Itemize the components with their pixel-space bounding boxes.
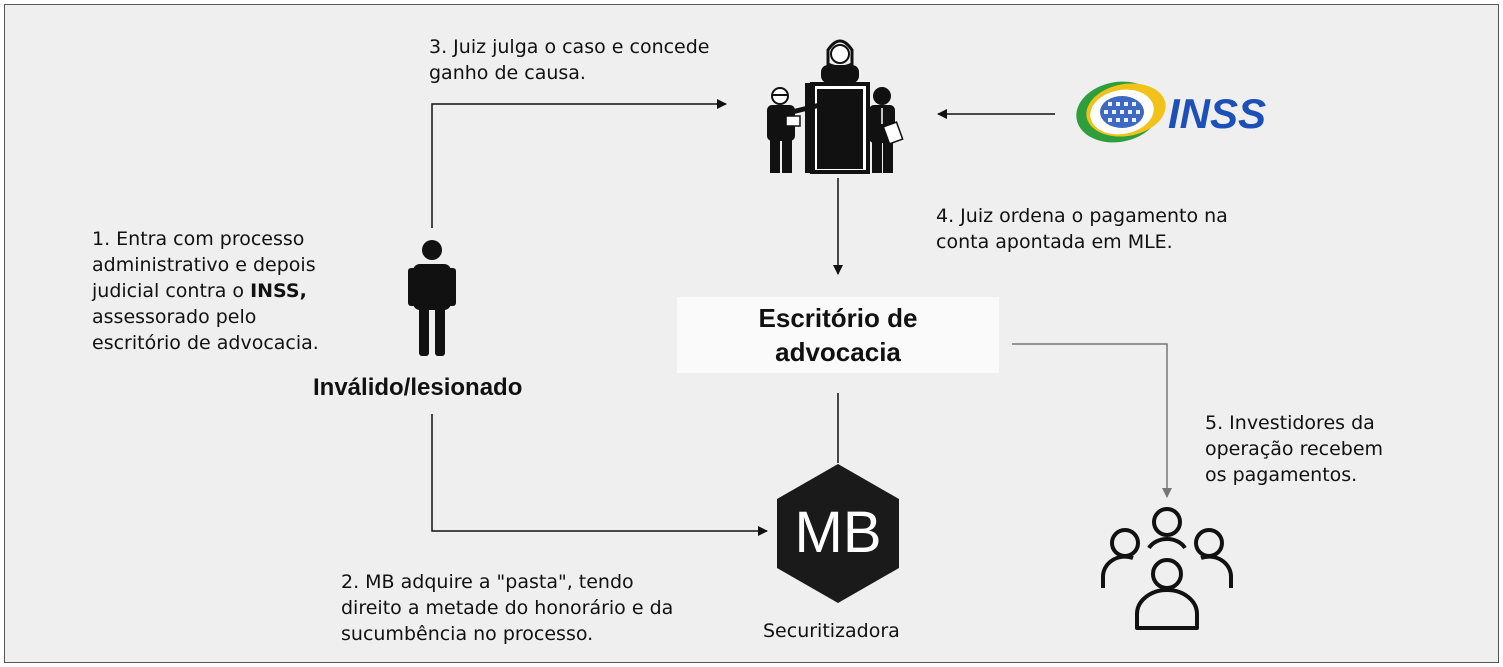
law-office-node: Escritório de advocacia <box>677 297 999 373</box>
step1-text: 1. Entra com processo administrativo e d… <box>92 228 319 354</box>
arrow-person-to-court <box>431 99 727 228</box>
mb-hexagon-logo: MB <box>777 464 899 603</box>
step3-text: 3. Juiz julga o caso e concede ganho de … <box>429 36 710 84</box>
office-label-line2: advocacia <box>775 337 901 367</box>
courtroom-icon <box>767 39 904 174</box>
office-label-line1: Escritório de <box>758 303 918 333</box>
step5-text: 5. Investidores da operação recebem os p… <box>1205 412 1384 486</box>
inss-logo: INSS <box>1076 81 1266 143</box>
securitizadora-label: Securitizadora <box>763 620 900 642</box>
person-icon <box>408 240 456 356</box>
step2-text: 2. MB adquire a "pasta", tendo direito a… <box>341 571 674 645</box>
step4-text: 4. Juiz ordena o pagamento na conta apon… <box>936 205 1228 253</box>
inss-logo-text: INSS <box>1168 90 1266 137</box>
person-label: Inválido/lesionado <box>313 374 523 401</box>
group-of-people-icon <box>1101 507 1233 630</box>
arrow-office-to-investors <box>1012 343 1172 498</box>
arrow-person-to-mb <box>431 414 768 536</box>
mb-logo-text: MB <box>795 500 882 565</box>
